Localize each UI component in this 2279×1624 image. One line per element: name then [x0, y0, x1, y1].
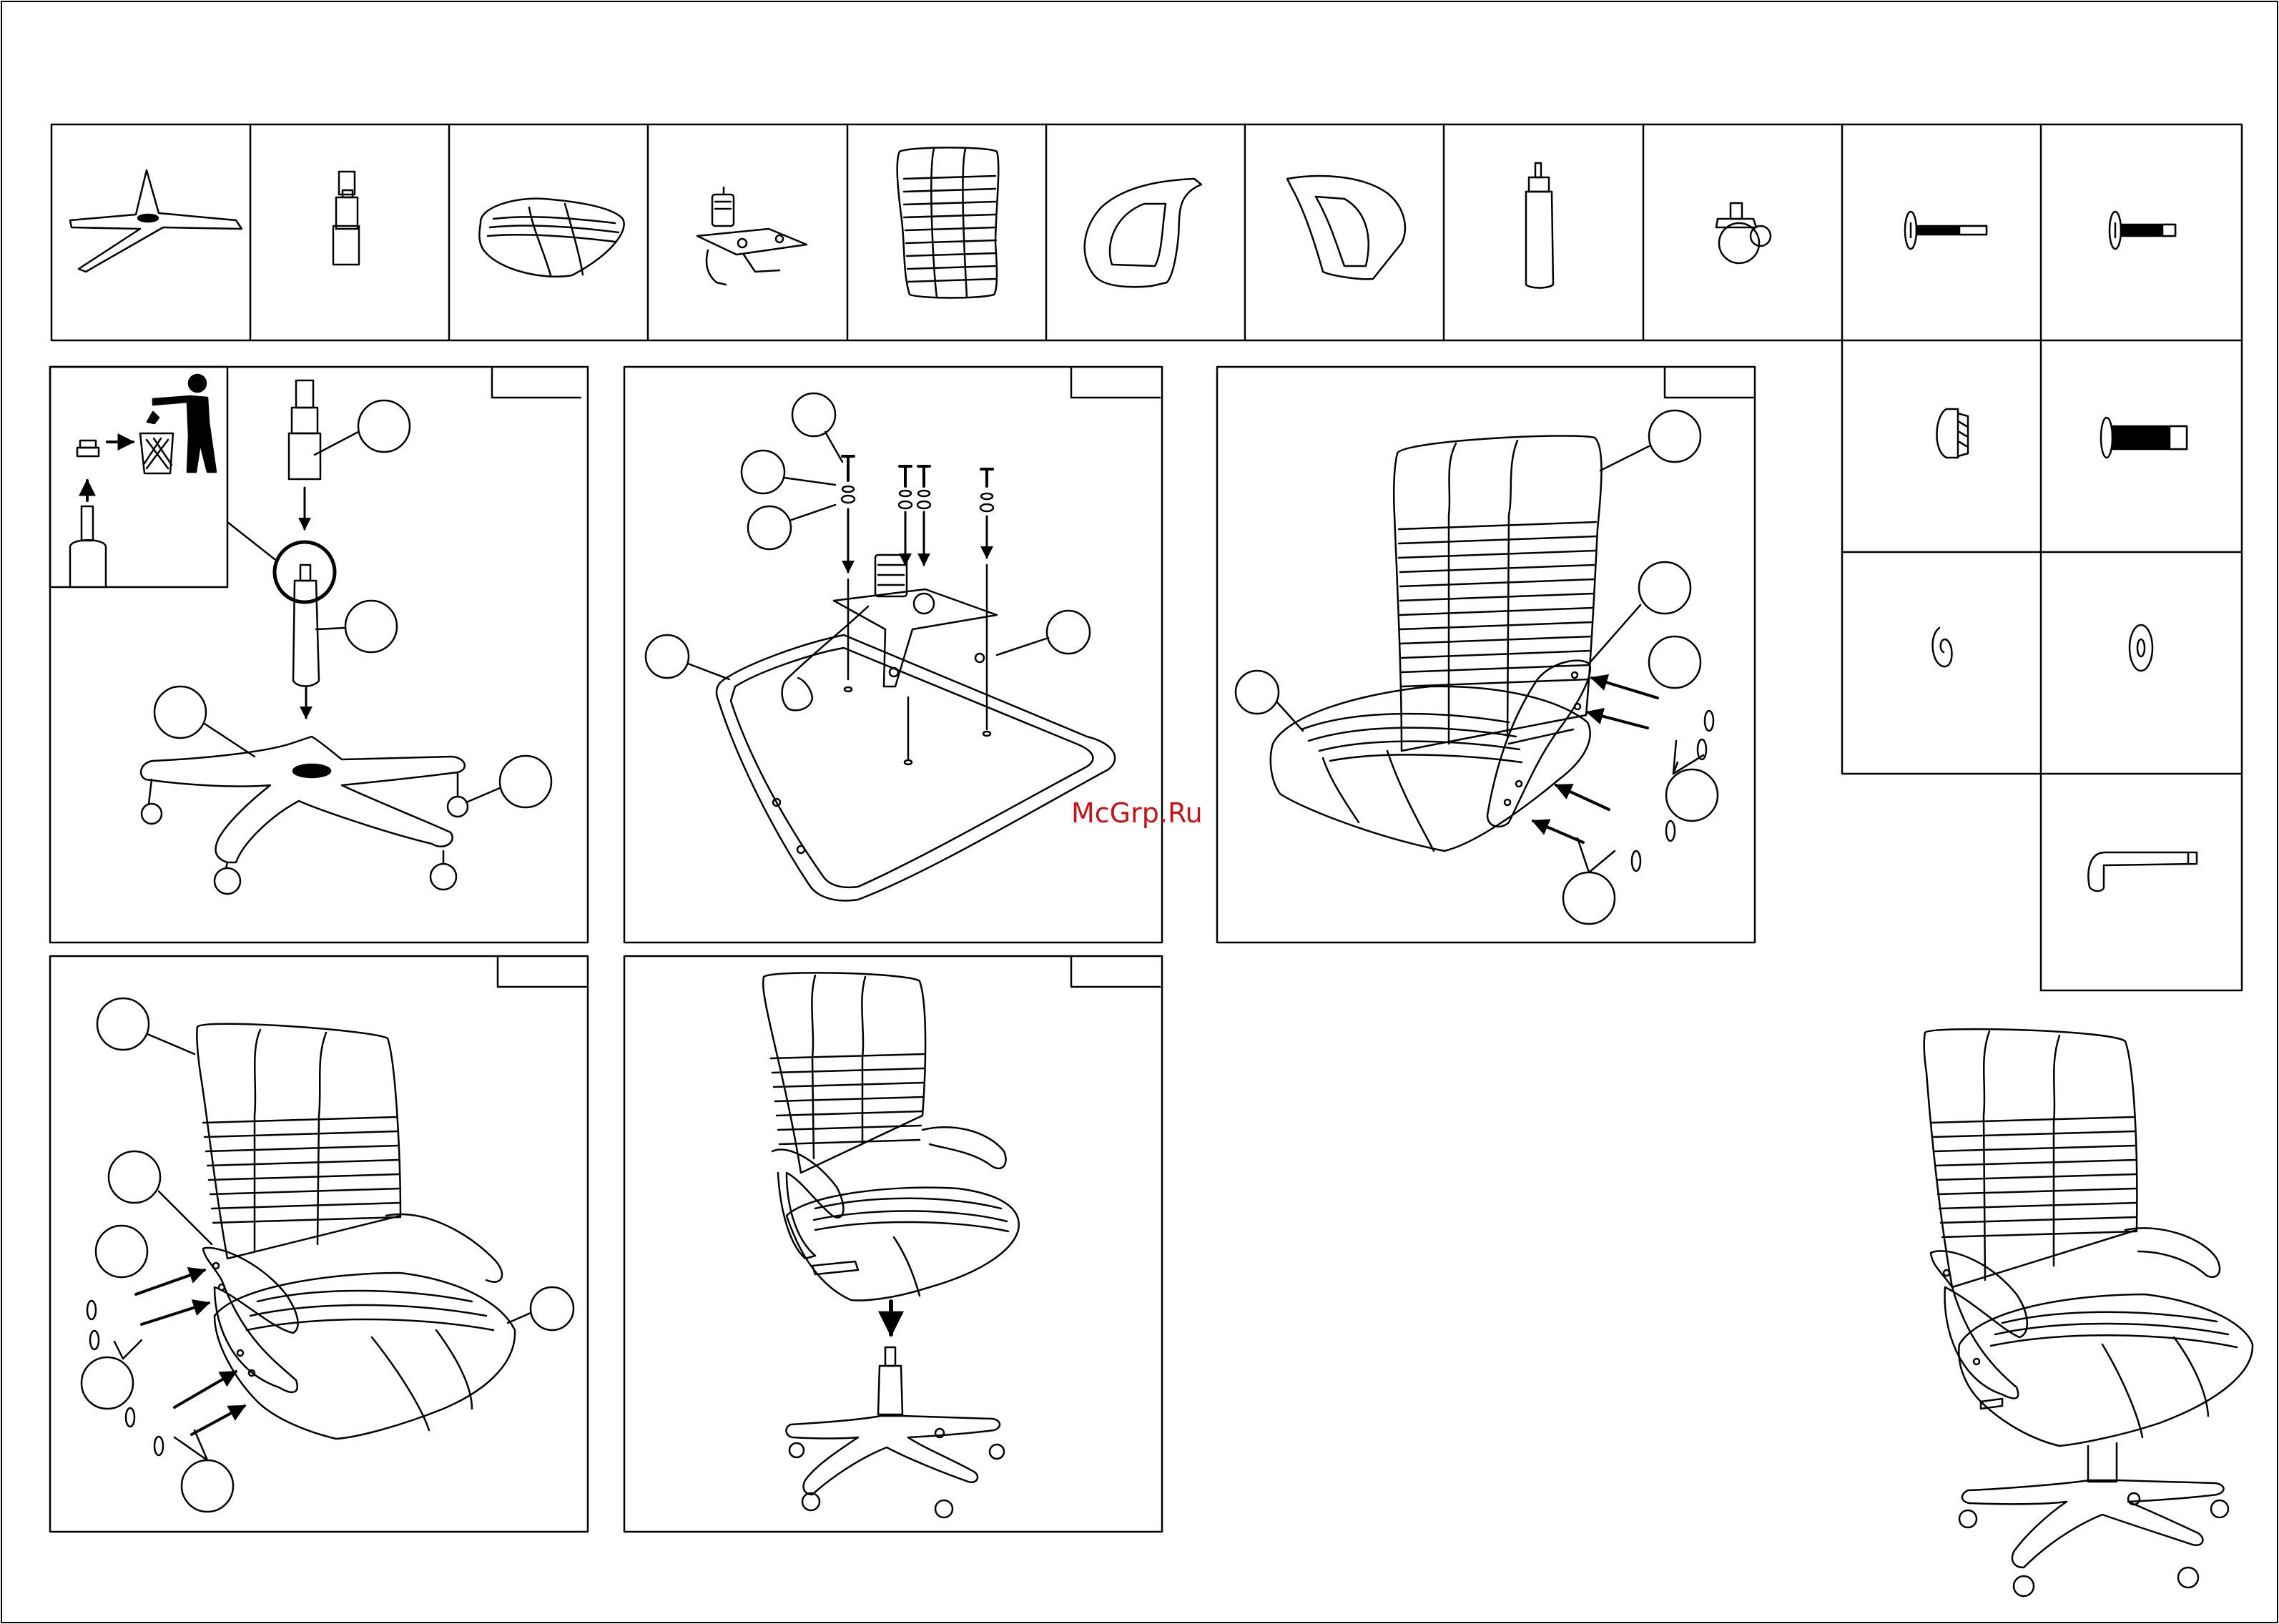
part-bolt-long	[1905, 212, 1987, 249]
part-gas-lift	[1526, 163, 1553, 288]
part-tilt-mechanism	[697, 187, 807, 285]
step-4-panel	[50, 956, 588, 1532]
part-armrest-left	[1085, 179, 1201, 287]
part-spring-washer	[1933, 628, 1952, 666]
watermark-text: McGrp.Ru	[1071, 797, 1203, 829]
part-plastic-cap	[1936, 409, 1968, 458]
step-3-panel	[1217, 367, 1755, 943]
part-backrest	[897, 147, 999, 297]
part-gas-lift-cover	[333, 172, 359, 265]
step-2-panel	[624, 367, 1162, 943]
part-armrest-right	[1287, 176, 1405, 279]
finished-chair	[1924, 1029, 2253, 1596]
part-bolt-large	[2101, 418, 2187, 458]
part-bolt-short	[2110, 212, 2175, 249]
part-flat-washer	[2130, 625, 2152, 671]
step-5-panel	[624, 956, 1162, 1532]
part-caster	[1716, 203, 1771, 263]
parts-table	[51, 124, 2242, 990]
part-star-base	[70, 170, 242, 272]
part-seat-cushion	[479, 199, 624, 277]
step-1-panel	[50, 367, 588, 943]
part-hex-key	[2088, 852, 2197, 891]
